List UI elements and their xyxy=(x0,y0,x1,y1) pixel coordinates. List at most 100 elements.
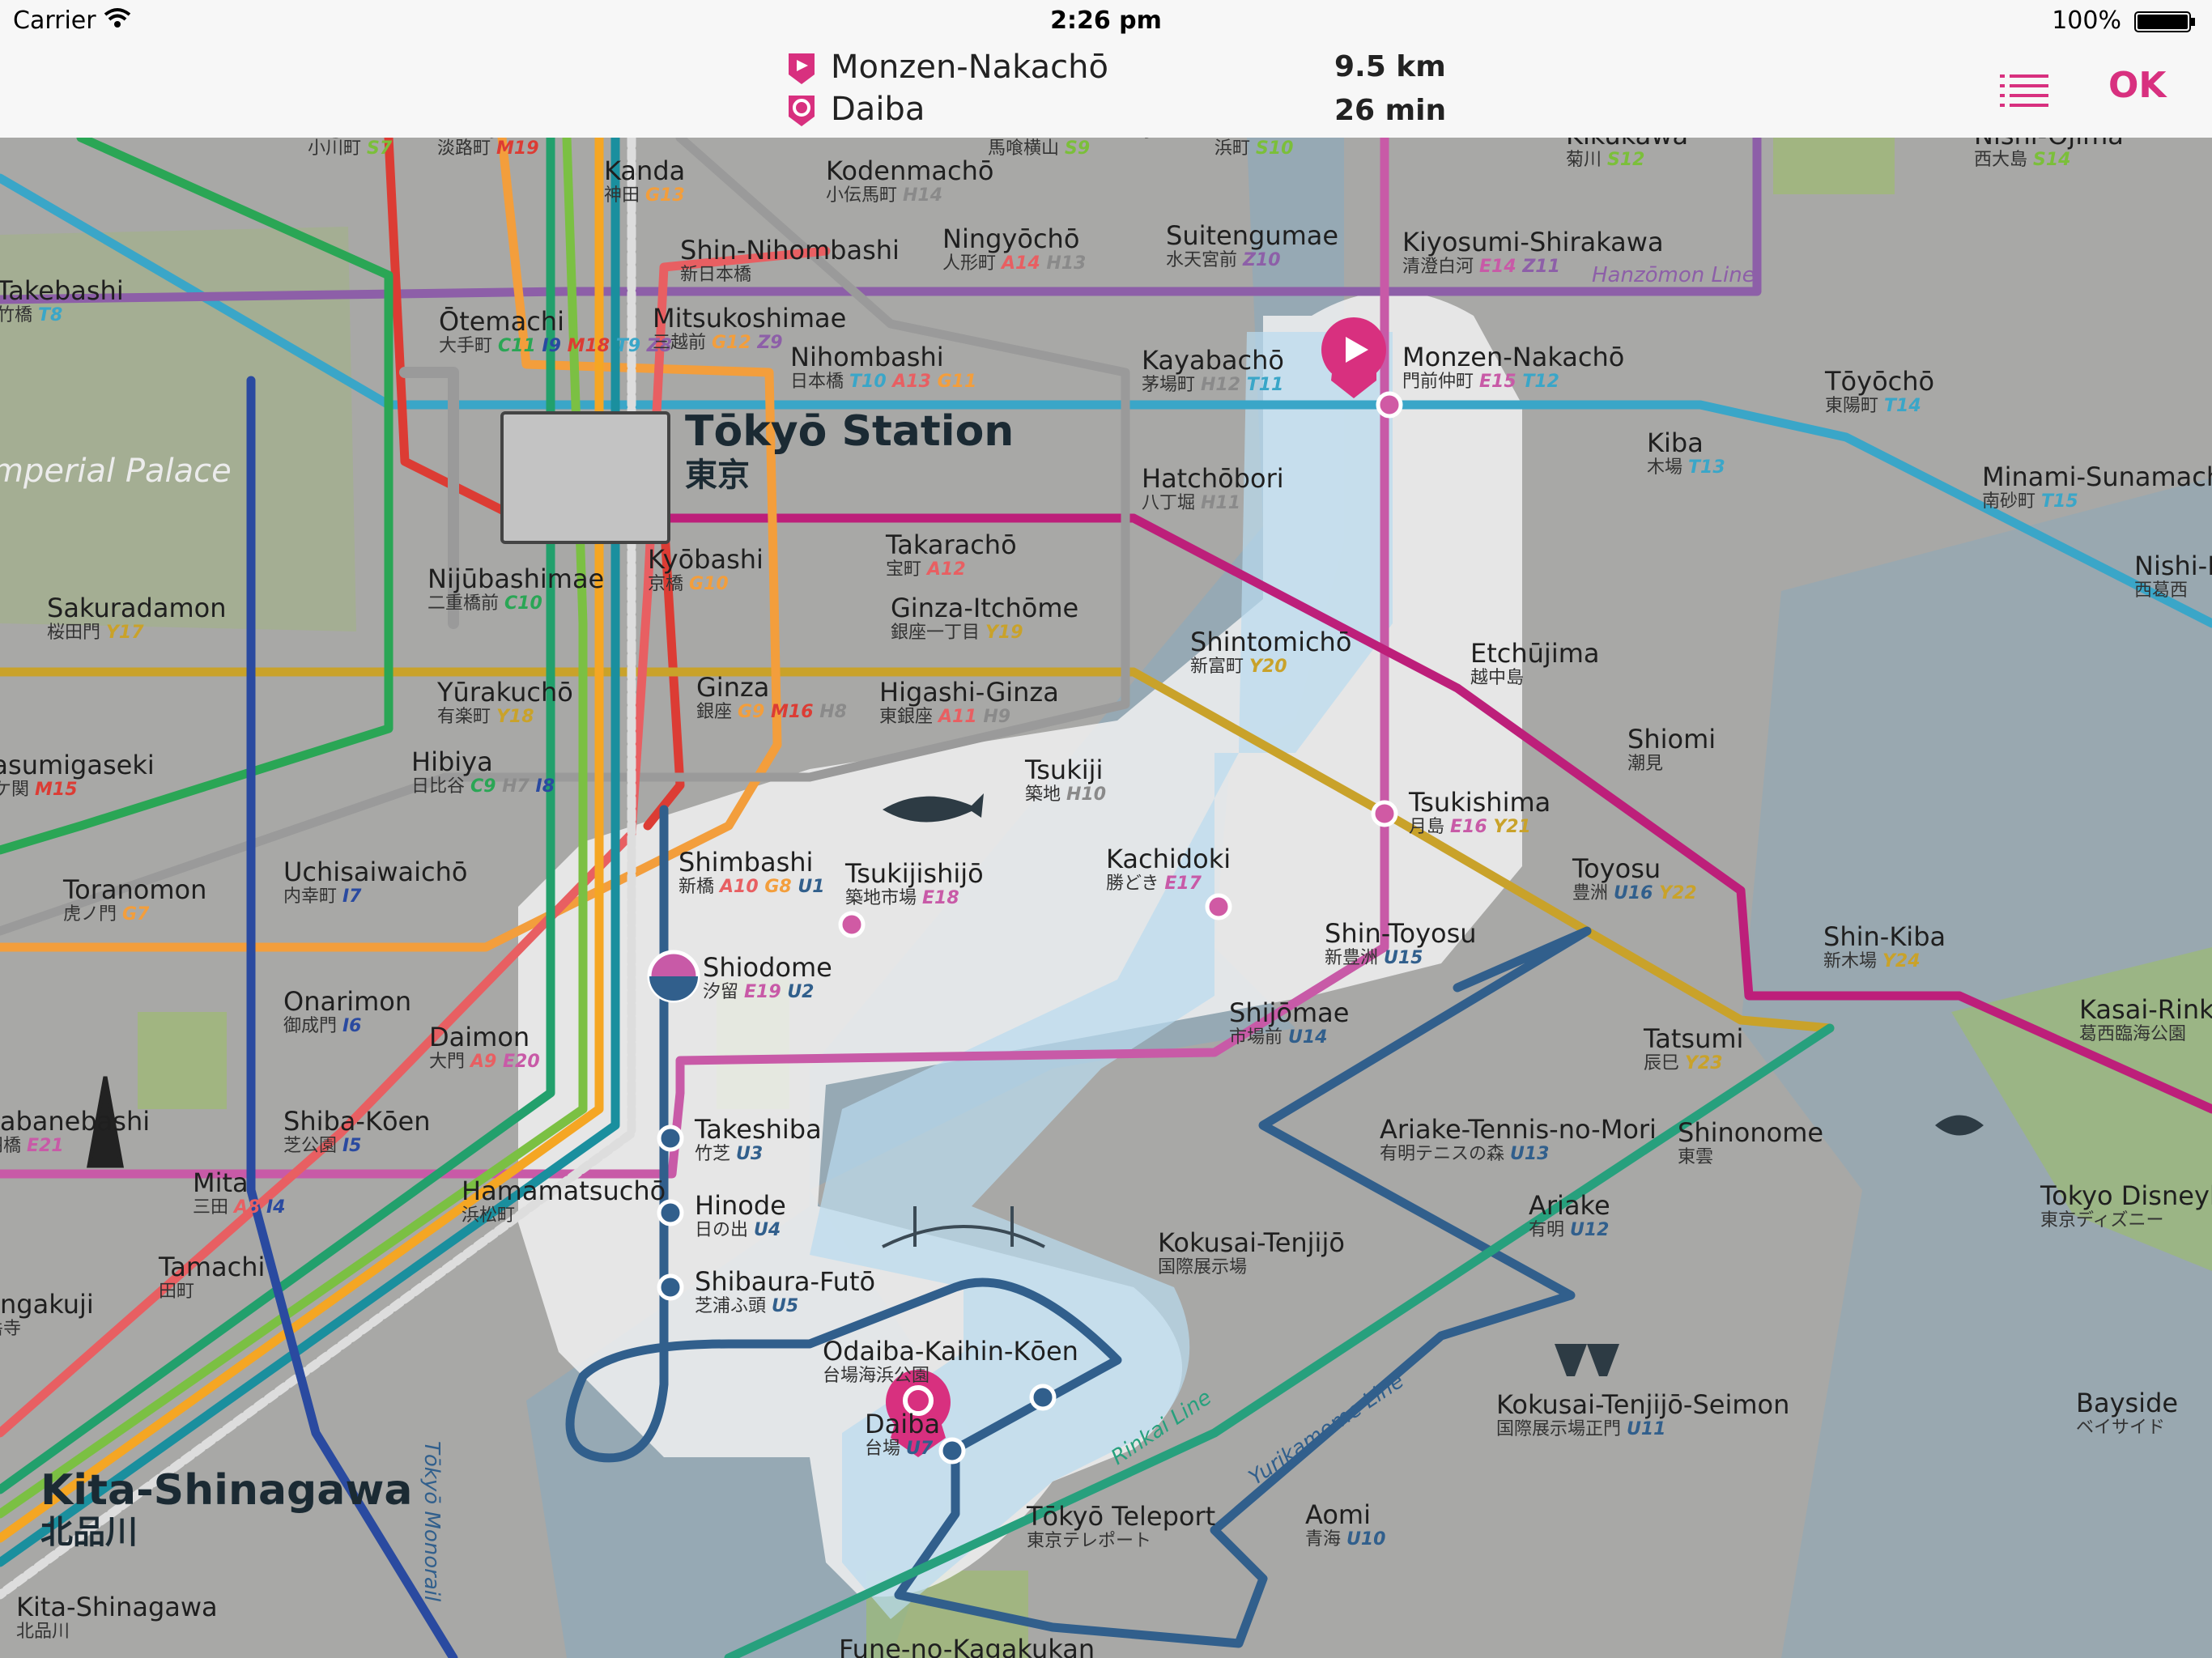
station-label-kasumigaseki[interactable]: Kasumigaseki xyxy=(0,750,155,780)
subway-map[interactable]: mperial Palace xyxy=(0,138,2212,1658)
station-label-shin-kiba[interactable]: Shin-Kiba xyxy=(1823,921,1946,952)
station-label-uchisaiwaich-[interactable]: Uchisaiwaichō xyxy=(283,857,467,887)
station-label-ky-bashi[interactable]: Kyōbashi xyxy=(648,544,764,575)
station-label-ogawamachi[interactable]: Ogawamachi xyxy=(308,138,476,139)
station-label-tsukiji[interactable]: Tsukiji xyxy=(1024,755,1103,785)
station-dot-kachidoki[interactable] xyxy=(1205,893,1232,920)
station-label-hatch-bori[interactable]: Hatchōbori xyxy=(1142,463,1284,494)
station-label-t-y-ch-[interactable]: Tōyōchō xyxy=(1824,366,1934,397)
station-label-ginza-itch-me[interactable]: Ginza-Itchōme xyxy=(891,593,1078,623)
station-label-jp-tsukijishij-: 築地市場 E18 xyxy=(845,888,959,908)
station-label-hibiya[interactable]: Hibiya xyxy=(411,746,493,777)
yurakucho-line xyxy=(0,667,1835,1033)
station-label-kikukawa[interactable]: Kikukawa xyxy=(1566,138,1688,151)
station-label-shiba-k-en[interactable]: Shiba-Kōen xyxy=(283,1106,430,1137)
station-label-kachidoki[interactable]: Kachidoki xyxy=(1106,844,1231,874)
station-dot-tsukishima[interactable] xyxy=(1371,800,1398,827)
station-code: Z8 xyxy=(646,336,672,356)
station-label-mitsukoshimae[interactable]: Mitsukoshimae xyxy=(653,303,846,334)
station-label-jp-nishi-kasai: 西葛西 xyxy=(2134,580,2188,601)
station-label-jp-sengakuji: 泉岳寺 xyxy=(0,1319,21,1339)
station-label-odaiba-kaihin-k-en[interactable]: Odaiba-Kaihin-Kōen xyxy=(823,1336,1078,1367)
list-icon[interactable] xyxy=(2000,71,2048,112)
station-label-nishi-kasai[interactable]: Nishi-Kasai xyxy=(2134,551,2212,581)
station-label-shimbashi[interactable]: Shimbashi xyxy=(678,847,813,878)
station-dot-daiba[interactable] xyxy=(938,1437,966,1465)
station-label-nij-bashimae[interactable]: Nijūbashimae xyxy=(428,563,604,594)
station-dot-odaiba-kaihin-koen[interactable] xyxy=(1029,1384,1057,1411)
station-label-y-rakuch-[interactable]: Yūrakuchō xyxy=(436,677,573,708)
station-label-kokusai-tenjij-[interactable]: Kokusai-Tenjijō xyxy=(1158,1227,1345,1258)
station-dot-shibaura-futo[interactable] xyxy=(657,1273,684,1301)
map-destination-pin-icon[interactable] xyxy=(886,1370,951,1457)
station-label-takarach-[interactable]: Takarachō xyxy=(885,529,1017,560)
ok-button[interactable]: OK xyxy=(2108,65,2167,106)
map-origin-pin-icon[interactable] xyxy=(1321,317,1386,398)
station-label-shin-toyosu[interactable]: Shin-Toyosu xyxy=(1325,918,1477,949)
station-label-bakuro-yokoyama[interactable]: Bakuro-Yokoyama xyxy=(988,138,1215,139)
station-label-awajich-[interactable]: Awajichō xyxy=(437,138,552,139)
station-label-nihombashi[interactable]: Nihombashi xyxy=(790,342,944,372)
station-label-tatsumi[interactable]: Tatsumi xyxy=(1643,1023,1743,1054)
station-label-akabanebashi[interactable]: Akabanebashi xyxy=(0,1106,150,1137)
station-label-kiyosumi-shirakawa[interactable]: Kiyosumi-Shirakawa xyxy=(1402,227,1664,257)
station-label-nishi-ojima[interactable]: Nishi-Ojima xyxy=(1974,138,2124,151)
station-label-onarimon[interactable]: Onarimon xyxy=(283,986,411,1017)
station-label-sengakuji[interactable]: Sengakuji xyxy=(0,1289,94,1320)
station-label-aomi[interactable]: Aomi xyxy=(1305,1499,1371,1530)
station-label-shinonome[interactable]: Shinonome xyxy=(1678,1117,1823,1148)
station-label-shin-nihombashi[interactable]: Shin-Nihombashi xyxy=(680,235,900,266)
station-label-monzen-nakach-[interactable]: Monzen-Nakachō xyxy=(1402,342,1624,372)
station-label-sakuradamon[interactable]: Sakuradamon xyxy=(47,593,226,623)
station-label-shiomi[interactable]: Shiomi xyxy=(1627,724,1716,755)
station-dot-tsukijishijo[interactable] xyxy=(838,911,866,938)
station-label-kodenmach-[interactable]: Kodenmachō xyxy=(826,155,993,186)
station-code: H9 xyxy=(983,707,1010,727)
station-label-suitengumae[interactable]: Suitengumae xyxy=(1166,220,1338,251)
station-label-mita[interactable]: Mita xyxy=(193,1167,249,1198)
subway-map-canvas[interactable]: mperial Palace xyxy=(0,138,2212,1658)
tokyo-station-box[interactable] xyxy=(500,411,670,544)
station-label-daiba[interactable]: Daiba xyxy=(865,1409,940,1439)
station-label-toranomon[interactable]: Toranomon xyxy=(62,874,206,905)
station-label-hinode[interactable]: Hinode xyxy=(695,1190,786,1221)
station-label-bayside[interactable]: Bayside xyxy=(2076,1388,2178,1418)
station-label-tokyo: Tōkyō Station xyxy=(685,407,1014,456)
station-label-kanda[interactable]: Kanda xyxy=(604,155,685,186)
station-label-daimon[interactable]: Daimon xyxy=(429,1022,530,1052)
station-label-kasai-rinkai[interactable]: Kasai-Rinkai xyxy=(2079,994,2212,1025)
station-label-ariake-tennis-no-mori[interactable]: Ariake-Tennis-no-Mori xyxy=(1380,1114,1657,1145)
station-label-kita-shinagawa[interactable]: Kita-Shinagawa xyxy=(16,1592,218,1622)
station-label--temachi[interactable]: Ōtemachi xyxy=(439,306,564,337)
station-label-tamachi[interactable]: Tamachi xyxy=(158,1252,265,1282)
station-dot-hinode[interactable] xyxy=(657,1199,684,1226)
station-label-jp-mitsukoshimae: 三越前 G12 Z9 xyxy=(653,333,783,353)
station-label-shij-mae[interactable]: Shijōmae xyxy=(1229,997,1349,1028)
station-label-tsukijishij-[interactable]: Tsukijishijō xyxy=(844,858,984,889)
station-dot-takeshiba[interactable] xyxy=(657,1124,684,1152)
station-label-shiodome[interactable]: Shiodome xyxy=(703,952,832,983)
station-label-tokyo-disneyland[interactable]: Tokyo Disneyland xyxy=(2040,1180,2212,1211)
station-label-t-ky-teleport[interactable]: Tōkyō Teleport xyxy=(1026,1501,1215,1532)
station-dot-monzen-nakacho[interactable] xyxy=(1376,391,1403,419)
station-label-jp-takebashi: 竹橋 T8 xyxy=(0,305,62,325)
station-label-ariake[interactable]: Ariake xyxy=(1529,1190,1610,1221)
station-label-kiba[interactable]: Kiba xyxy=(1647,427,1704,458)
station-label-kokusai-tenjij-seimon[interactable]: Kokusai-Tenjijō-Seimon xyxy=(1496,1389,1789,1420)
station-label-kayabach-[interactable]: Kayabachō xyxy=(1142,345,1284,376)
station-label-hamamatsuch-[interactable]: Hamamatsuchō xyxy=(462,1175,666,1206)
station-label-minami-sunamachi[interactable]: Minami-Sunamachi xyxy=(1982,461,2212,492)
station-label-etch-jima[interactable]: Etchūjima xyxy=(1470,638,1599,669)
station-label-hamach-[interactable]: Hamachō xyxy=(1214,138,1338,139)
station-label-ginza[interactable]: Ginza xyxy=(696,672,769,703)
station-label-shibaura-fut-[interactable]: Shibaura-Futō xyxy=(695,1266,875,1297)
station-label-toyosu[interactable]: Toyosu xyxy=(1572,853,1661,884)
station-label-ningy-ch-[interactable]: Ningyōchō xyxy=(942,223,1079,254)
station-label-shintomich-[interactable]: Shintomichō xyxy=(1190,627,1351,657)
rinkai-line xyxy=(724,1023,1835,1658)
station-label-higashi-ginza[interactable]: Higashi-Ginza xyxy=(879,677,1059,708)
station-label-takebashi[interactable]: Takebashi xyxy=(0,275,124,306)
station-label-takeshiba[interactable]: Takeshiba xyxy=(694,1114,822,1145)
station-label-tsukishima[interactable]: Tsukishima xyxy=(1408,787,1551,818)
station-label-fune-no-kagakukan[interactable]: Fune-no-Kagakukan xyxy=(839,1634,1095,1658)
